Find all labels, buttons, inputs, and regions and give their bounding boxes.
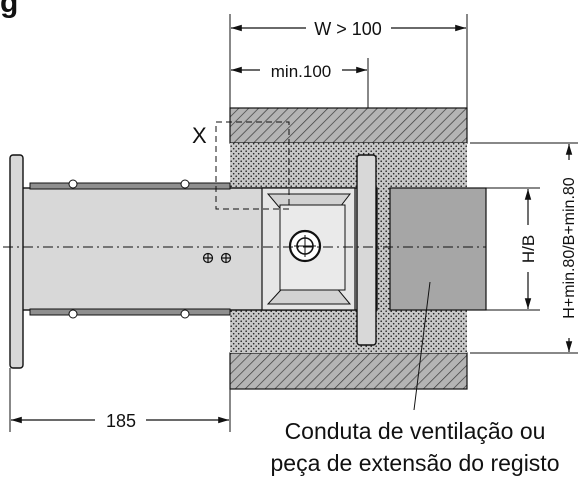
mortar-fill-bottom bbox=[230, 310, 467, 353]
dim-wall-width-label: W > 100 bbox=[314, 19, 382, 39]
figure-title-fragment: g bbox=[0, 0, 19, 19]
extension-duct bbox=[389, 187, 487, 311]
dim-185-label: 185 bbox=[106, 411, 136, 431]
left-flange bbox=[9, 154, 24, 369]
casing-top-rail bbox=[29, 182, 231, 190]
caption-line-2: peça de extensão do registo bbox=[270, 450, 560, 476]
rail-screws bbox=[68, 179, 190, 319]
wall-hatch-bottom bbox=[229, 352, 468, 390]
mortar-fill-top bbox=[230, 143, 467, 188]
caption-leader-line bbox=[413, 281, 431, 411]
wall-hatch-top bbox=[229, 107, 468, 144]
casing-bottom-rail bbox=[29, 308, 231, 316]
fixing-symbols bbox=[202, 252, 232, 264]
caption-line-1: Conduta de ventilação ou bbox=[284, 418, 546, 444]
screw bbox=[180, 179, 190, 189]
screw bbox=[68, 179, 78, 189]
screw bbox=[180, 309, 190, 319]
screw bbox=[68, 309, 78, 319]
dim-min100-label: min.100 bbox=[271, 62, 331, 81]
detail-x-label: X bbox=[192, 123, 207, 148]
dim-hb-label: H/B bbox=[519, 235, 538, 263]
dim-outer-label: H+min.80/B+min.80 bbox=[561, 177, 578, 319]
right-flange bbox=[356, 154, 377, 346]
